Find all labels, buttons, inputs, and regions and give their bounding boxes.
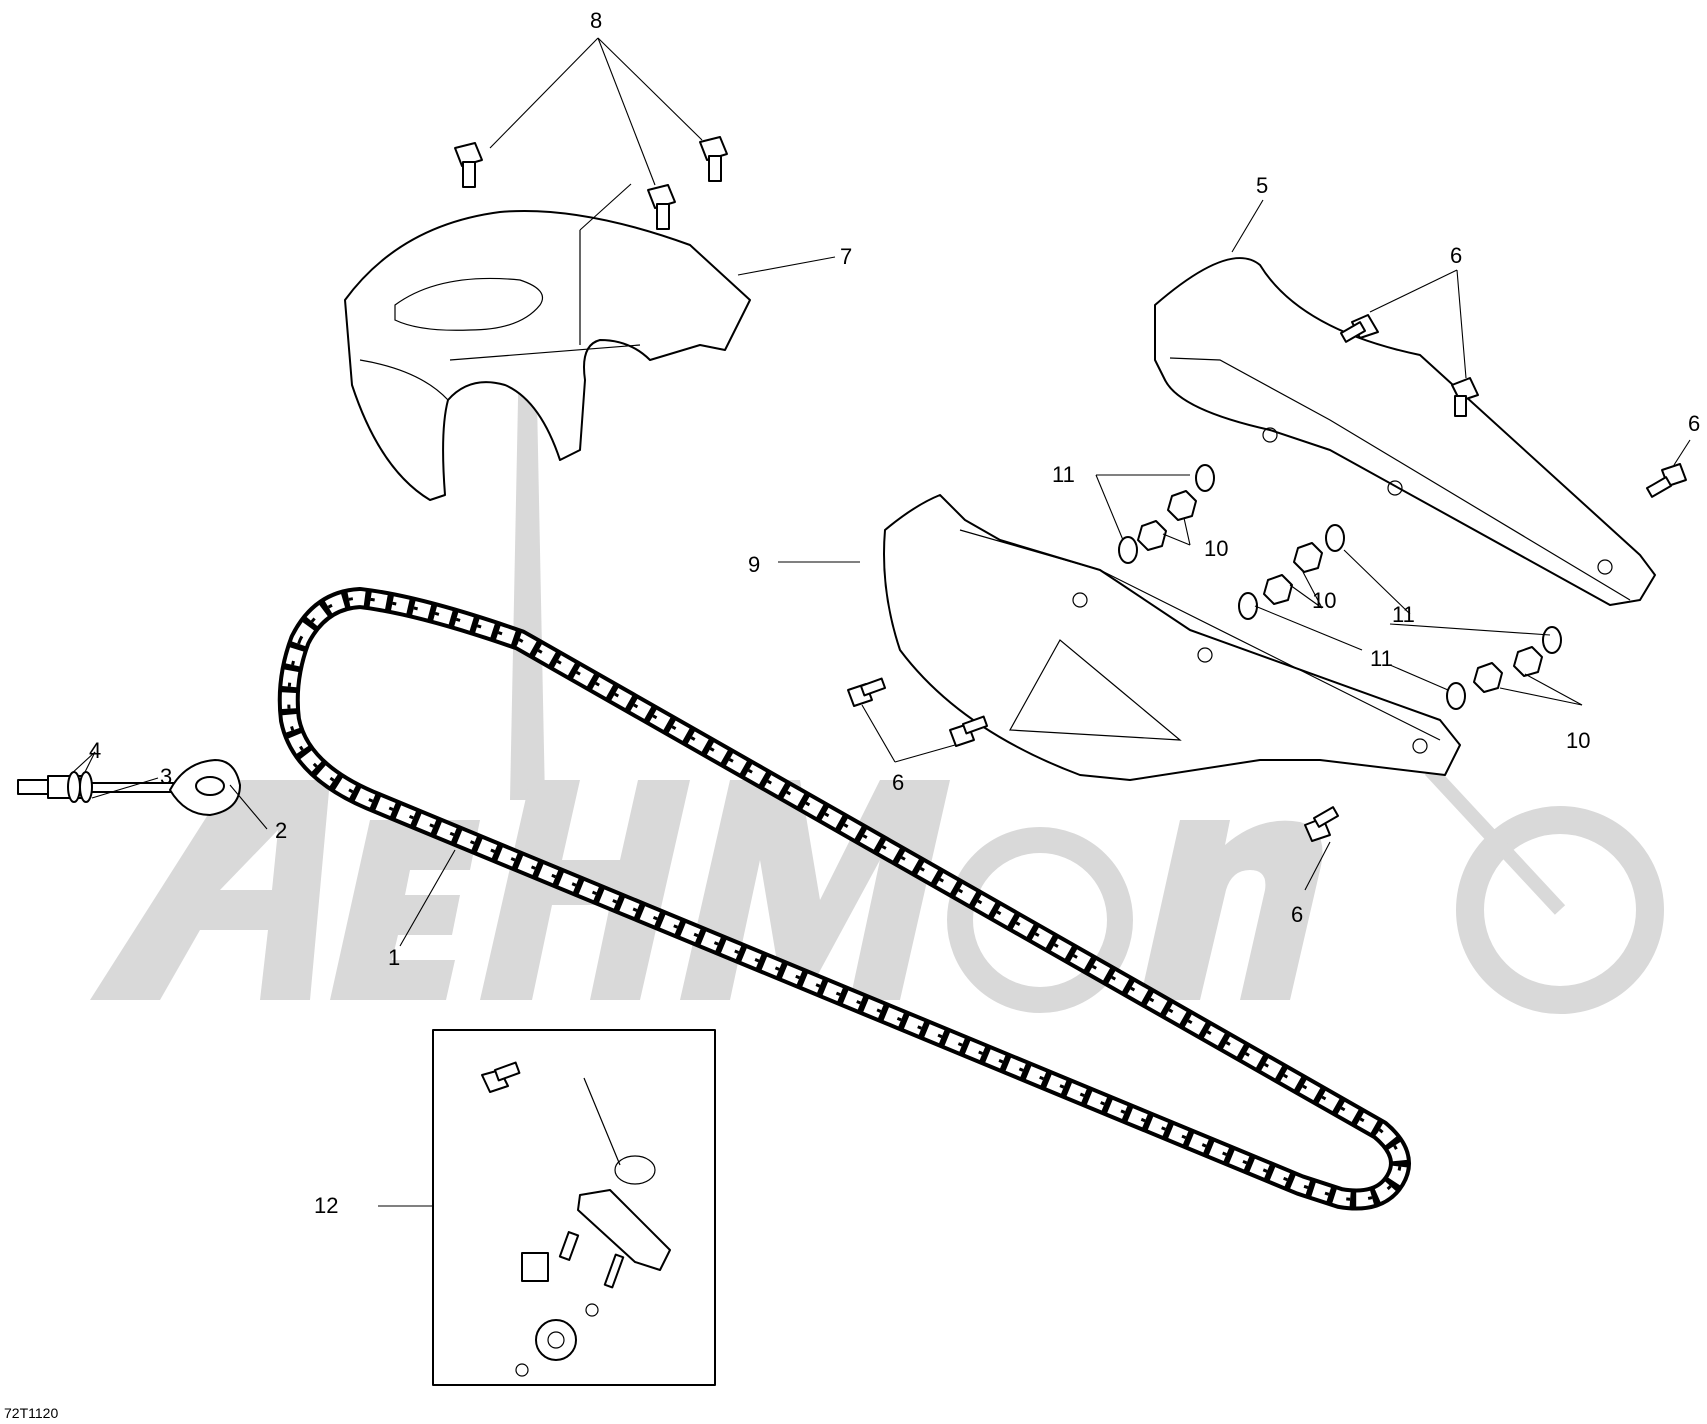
- washer-icon: [1195, 464, 1215, 492]
- watermark-wheel-right: [1456, 806, 1664, 1014]
- callout-11: 11: [1052, 462, 1075, 487]
- washer-icon: [1238, 592, 1258, 620]
- callout-7: 7: [840, 244, 852, 269]
- callout-4: 4: [89, 738, 101, 763]
- chain-guard-cover: [344, 209, 751, 501]
- bolt-icon: [454, 142, 483, 188]
- figure-code: 72T1120: [4, 1405, 58, 1421]
- bolt-icon: [481, 1061, 521, 1093]
- watermark-wheel-left: [947, 827, 1133, 1013]
- nut-icon: [1263, 574, 1293, 605]
- callout-6: 6: [1291, 902, 1303, 927]
- callout-10: 10: [1204, 536, 1228, 561]
- bolt-icon: [647, 184, 676, 230]
- callout-6: 6: [1688, 411, 1700, 436]
- callout-6: 6: [892, 770, 904, 795]
- bolt-group-6: [847, 314, 1687, 842]
- nut-icon: [1513, 646, 1543, 677]
- callout-10: 10: [1312, 588, 1336, 613]
- leader-lines: [69, 37, 1691, 1207]
- callout-2: 2: [275, 818, 287, 843]
- nut-icon: [1293, 542, 1323, 573]
- spring-clip-icon: [583, 1077, 621, 1166]
- watermark-letter-n: [1140, 820, 1323, 1000]
- bolt-icon: [1451, 377, 1479, 417]
- callout-1: 1: [388, 945, 400, 970]
- washer-icon: [1446, 682, 1466, 710]
- washer-icon: [1325, 524, 1345, 552]
- callout-8: 8: [590, 8, 602, 33]
- bolt-icon: [1645, 463, 1687, 498]
- washer-icon: [1118, 536, 1138, 564]
- nut-icon: [1167, 490, 1197, 521]
- callouts: 8 7 5 6 6 11 10 10 11 11 10 9 6 6 4 3 2 …: [4, 8, 1700, 1421]
- bolt-icon: [949, 715, 989, 747]
- master-link-kit: [432, 1029, 716, 1386]
- bolt-icon: [1339, 314, 1379, 343]
- callout-6: 6: [1450, 243, 1462, 268]
- bolt-group-8: [454, 136, 728, 230]
- callout-10: 10: [1566, 728, 1590, 753]
- bolt-icon: [847, 677, 887, 707]
- callout-11: 11: [1370, 646, 1393, 671]
- tensioner-assembly: [17, 759, 241, 816]
- callout-3: 3: [160, 764, 172, 789]
- callout-9: 9: [748, 552, 760, 577]
- watermark-spire: [510, 300, 545, 800]
- pulley-icon: [535, 1319, 577, 1361]
- watermark-letter-e: [330, 820, 480, 1000]
- watermark-fork: [1424, 765, 1566, 915]
- watermark-letter-a: [90, 780, 330, 1000]
- bolt-icon: [1304, 806, 1340, 842]
- lower-slider-rail: [883, 494, 1461, 781]
- callout-5: 5: [1256, 173, 1268, 198]
- bolt-icon: [699, 136, 728, 182]
- drive-chain: [277, 587, 1411, 1211]
- callout-11: 11: [1392, 602, 1415, 627]
- upper-slider-rail: [1154, 257, 1656, 606]
- nut-icon: [1473, 662, 1503, 693]
- nut-icon: [1137, 520, 1167, 551]
- roller-icon: [521, 1252, 549, 1282]
- nuts-and-washers: [1118, 464, 1562, 710]
- washer-icon: [1542, 626, 1562, 654]
- callout-12: 12: [314, 1193, 338, 1218]
- link-plate-icon: [577, 1189, 671, 1271]
